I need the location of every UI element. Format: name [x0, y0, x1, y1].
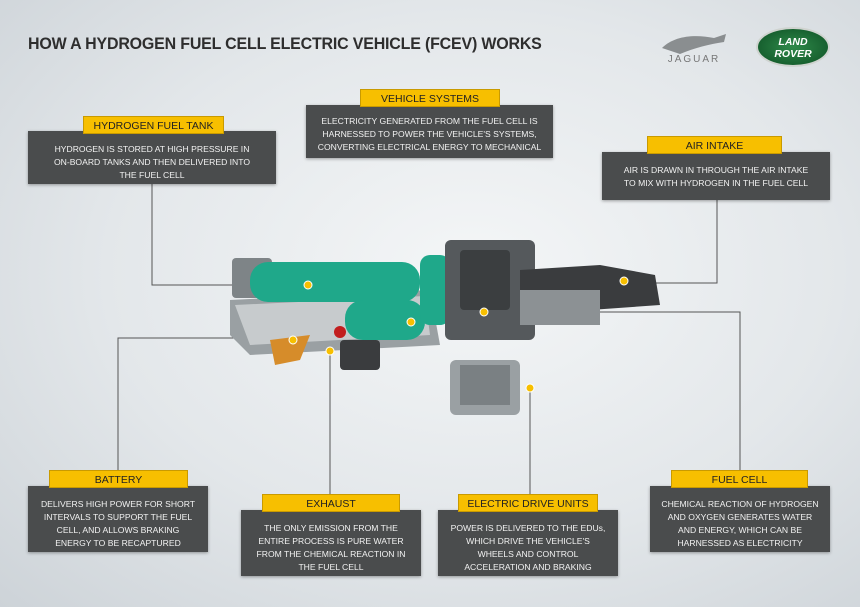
- label-air-intake: AIR INTAKE: [647, 136, 782, 154]
- label-hydrogen-tank: HYDROGEN FUEL TANK: [83, 116, 224, 134]
- callout-exhaust: THE ONLY EMISSION FROM THE ENTIRE PROCES…: [241, 510, 421, 576]
- page-title: HOW A HYDROGEN FUEL CELL ELECTRIC VEHICL…: [28, 34, 542, 53]
- marker-exhaust: [325, 346, 335, 356]
- callout-text: POWER IS DELIVERED TO THE EDUs, WHICH DR…: [450, 523, 606, 572]
- component-markers: [288, 276, 629, 393]
- callout-air-intake: AIR IS DRAWN IN THROUGH THE AIR INTAKE T…: [602, 152, 830, 200]
- label-battery: BATTERY: [49, 470, 188, 488]
- label-vehicle-systems: VEHICLE SYSTEMS: [360, 89, 500, 107]
- callout-text: HYDROGEN IS STORED AT HIGH PRESSURE IN O…: [53, 144, 251, 180]
- land-rover-logo-text: LAND: [778, 36, 808, 48]
- marker-vehicle-systems: [406, 317, 416, 327]
- label-fuel-cell: FUEL CELL: [671, 470, 808, 488]
- marker-hydrogen-tank: [303, 280, 313, 290]
- callout-edu: POWER IS DELIVERED TO THE EDUs, WHICH DR…: [438, 510, 618, 576]
- marker-edu: [525, 383, 535, 393]
- jaguar-leaper-logo: [662, 34, 726, 54]
- marker-fuel-cell: [479, 307, 489, 317]
- marker-air-intake: [619, 276, 629, 286]
- callout-text: CHEMICAL REACTION OF HYDROGEN AND OXYGEN…: [661, 499, 819, 548]
- callout-text: THE ONLY EMISSION FROM THE ENTIRE PROCES…: [256, 523, 406, 572]
- callout-fuel-cell: CHEMICAL REACTION OF HYDROGEN AND OXYGEN…: [650, 486, 830, 552]
- label-exhaust: EXHAUST: [262, 494, 400, 512]
- callout-text: ELECTRICITY GENERATED FROM THE FUEL CELL…: [317, 116, 542, 152]
- marker-battery: [288, 335, 298, 345]
- callout-battery: DELIVERS HIGH POWER FOR SHORT INTERVALS …: [28, 486, 208, 552]
- label-edu: ELECTRIC DRIVE UNITS: [458, 494, 598, 512]
- powertrain-illustration: [230, 240, 660, 415]
- callout-hydrogen-tank: HYDROGEN IS STORED AT HIGH PRESSURE IN O…: [28, 131, 276, 184]
- jaguar-logo-text: JAGUAR: [667, 54, 721, 65]
- callout-text: AIR IS DRAWN IN THROUGH THE AIR INTAKE T…: [623, 165, 809, 188]
- land-rover-logo-text: ROVER: [774, 48, 812, 60]
- callout-text: DELIVERS HIGH POWER FOR SHORT INTERVALS …: [40, 499, 196, 548]
- callout-vehicle-systems: ELECTRICITY GENERATED FROM THE FUEL CELL…: [306, 105, 553, 158]
